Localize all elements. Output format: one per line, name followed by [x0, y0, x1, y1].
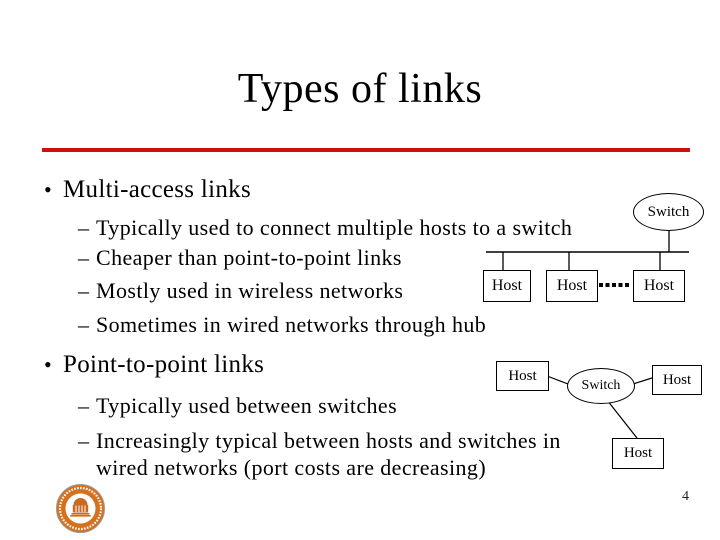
- sub-bullet-text: wired networks (port costs are decreasin…: [96, 455, 487, 480]
- switch-label: Switch: [581, 378, 621, 393]
- dash-glyph: –: [78, 393, 90, 418]
- p2p-host-node: Host: [612, 438, 664, 469]
- multi-access-switch-node: Switch: [633, 193, 704, 231]
- host-label: Host: [508, 367, 537, 384]
- p2p-host-node: Host: [652, 365, 702, 395]
- sub-bullet-wrap-line: wired networks (port costs are decreasin…: [78, 455, 486, 481]
- sub-bullet-line: – Cheaper than point-to-point links: [78, 245, 402, 271]
- host-label: Host: [643, 277, 675, 294]
- heading-text: Multi-access links: [63, 176, 252, 203]
- multi-access-host-node: Host: [546, 270, 598, 302]
- slide-title: Types of links: [237, 66, 483, 112]
- ellipsis-dots: [599, 283, 630, 287]
- sub-bullet-line: – Mostly used in wireless networks: [78, 278, 403, 304]
- multi-access-host-node: Host: [483, 270, 531, 302]
- sub-bullet-text: Typically used between switches: [96, 393, 398, 418]
- title-divider-line: [42, 148, 690, 152]
- sub-bullet-text: Typically used to connect multiple hosts…: [96, 215, 573, 240]
- heading-text: Point-to-point links: [63, 351, 265, 378]
- dash-glyph: –: [78, 215, 90, 240]
- dash-spacer: [78, 455, 96, 481]
- rotunda-dome: [73, 498, 88, 505]
- bullet-heading-multi-access: • Multi-access links: [44, 175, 251, 205]
- p2p-host-node: Host: [496, 361, 549, 391]
- rotunda-body: [72, 505, 89, 513]
- rotunda-steps: [71, 513, 90, 515]
- sub-bullet-text: Mostly used in wireless networks: [96, 278, 404, 303]
- sub-bullet-text: Sometimes in wired networks through hub: [96, 312, 487, 337]
- host-label: Host: [491, 277, 523, 294]
- host-label: Host: [662, 371, 692, 388]
- dash-glyph: –: [78, 278, 90, 303]
- university-seal-logo: [56, 484, 105, 533]
- sub-bullet-text: Increasingly typical between hosts and s…: [96, 428, 561, 453]
- seal-ring-text: [58, 486, 103, 531]
- host-label: Host: [556, 277, 588, 294]
- page-number: 4: [682, 489, 689, 504]
- sub-bullet-line: – Sometimes in wired networks through hu…: [78, 312, 486, 338]
- p2p-right-link-line: [632, 377, 653, 385]
- sub-bullet-line: – Increasingly typical between hosts and…: [78, 428, 561, 454]
- switch-label: Switch: [647, 203, 690, 220]
- sub-bullet-line: – Typically used to connect multiple hos…: [78, 215, 572, 241]
- multi-access-host-node: Host: [633, 270, 685, 302]
- p2p-bottom-link-line: [606, 399, 638, 439]
- rotunda-steps: [70, 515, 91, 517]
- sub-bullet-text: Cheaper than point-to-point links: [96, 245, 402, 270]
- sub-bullet-line: – Typically used between switches: [78, 393, 397, 419]
- dash-glyph: –: [78, 428, 90, 453]
- bullet-glyph: •: [44, 352, 53, 377]
- p2p-switch-node: Switch: [567, 368, 635, 404]
- bullet-heading-point-to-point: • Point-to-point links: [44, 350, 264, 380]
- host-label: Host: [623, 445, 653, 461]
- dash-glyph: –: [78, 312, 90, 337]
- bullet-glyph: •: [44, 177, 53, 202]
- p2p-left-link-line: [546, 375, 569, 385]
- dash-glyph: –: [78, 245, 90, 270]
